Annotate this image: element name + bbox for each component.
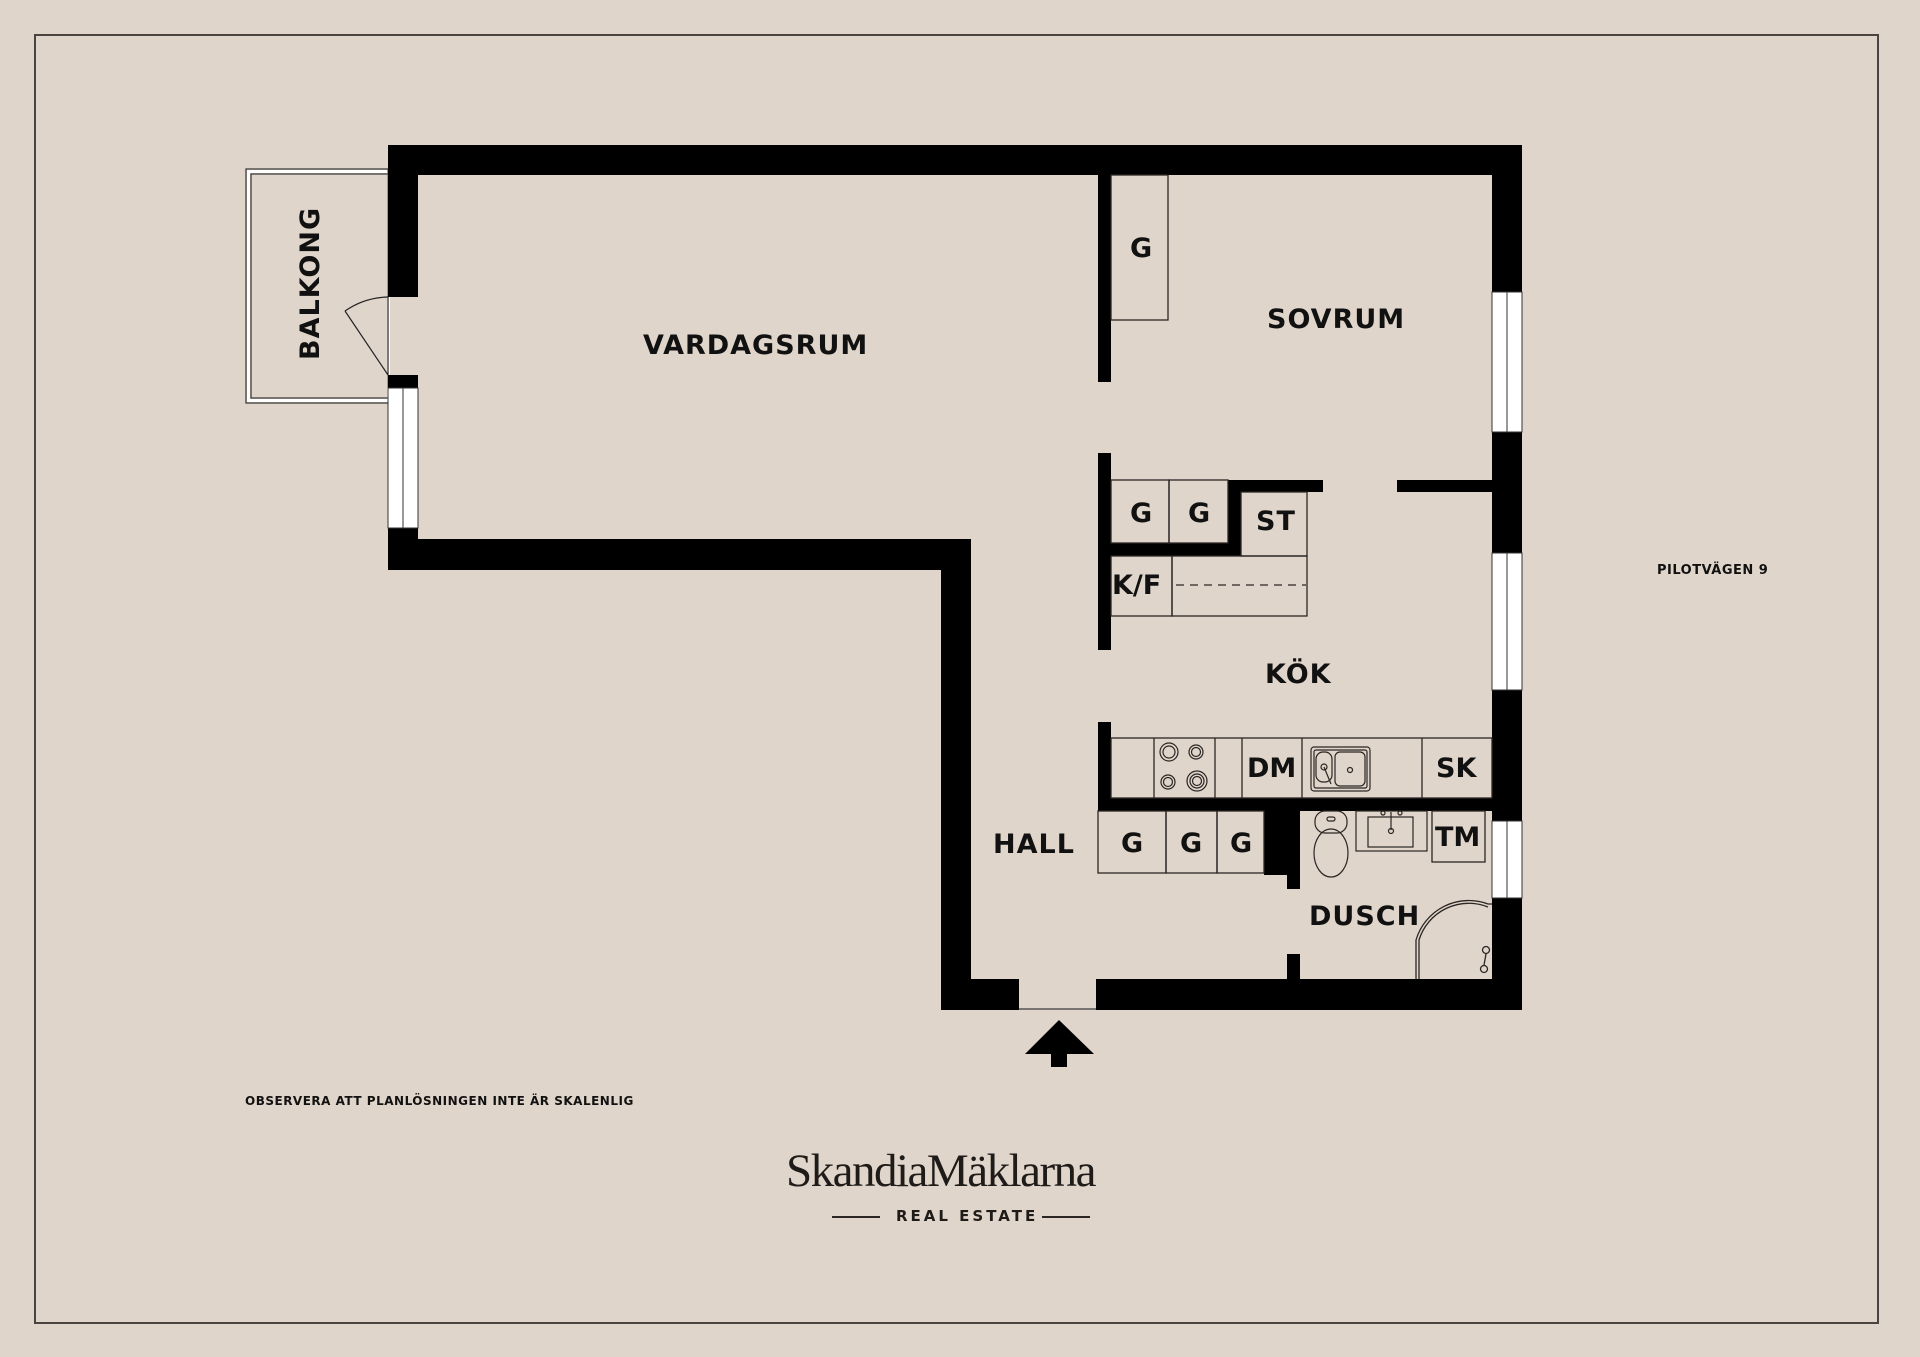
storage-label: ST [1256,506,1296,537]
toilet-icon [1313,810,1349,878]
room-label-hall: HALL [993,829,1075,860]
wardrobe-label: G [1130,233,1154,264]
page-border [34,34,1879,1324]
wardrobe-label: G [1188,498,1212,529]
fridge-freezer-label: K/F [1112,570,1162,601]
stove-icon [1159,742,1208,792]
disclaimer-note: OBSERVERA ATT PLANLÖSNINGEN INTE ÄR SKAL… [245,1094,634,1108]
hall-wardrobe-label: G [1230,828,1254,859]
room-label-vardagsrum: VARDAGSRUM [643,330,869,361]
window-bedroom [1491,291,1523,433]
shower-icon [1415,899,1492,979]
address-label: PILOTVÄGEN 9 [1657,563,1769,578]
window-bathroom [1491,820,1523,899]
window-kitchen [1491,552,1523,691]
windows [387,291,1523,899]
logo-rule-right [1042,1216,1090,1218]
kitchen-sink-icon [1310,746,1371,792]
hall-wardrobe-label: G [1121,828,1145,859]
walls [388,145,1522,1010]
window-living [387,387,419,529]
dishwasher-label: DM [1247,753,1297,784]
washing-machine-label: TM [1435,822,1481,853]
cabinet-label: SK [1436,753,1477,784]
room-label-sovrum: SOVRUM [1267,304,1406,335]
room-label-dusch: DUSCH [1309,901,1421,932]
fixtures [1097,174,1493,874]
brand-logo: SkandiaMäklarna [786,1145,1097,1197]
wardrobe-label: G [1130,498,1154,529]
logo-rule-left [832,1216,880,1218]
brand-tagline: REAL ESTATE [896,1207,1039,1225]
room-label-kok: KÖK [1265,659,1332,690]
entrance-arrow-icon [1025,1020,1094,1067]
door-swing-icon [344,296,389,376]
hall-wardrobe-label: G [1180,828,1204,859]
room-label-balkong: BALKONG [295,206,326,360]
washbasin-icon [1355,810,1428,852]
